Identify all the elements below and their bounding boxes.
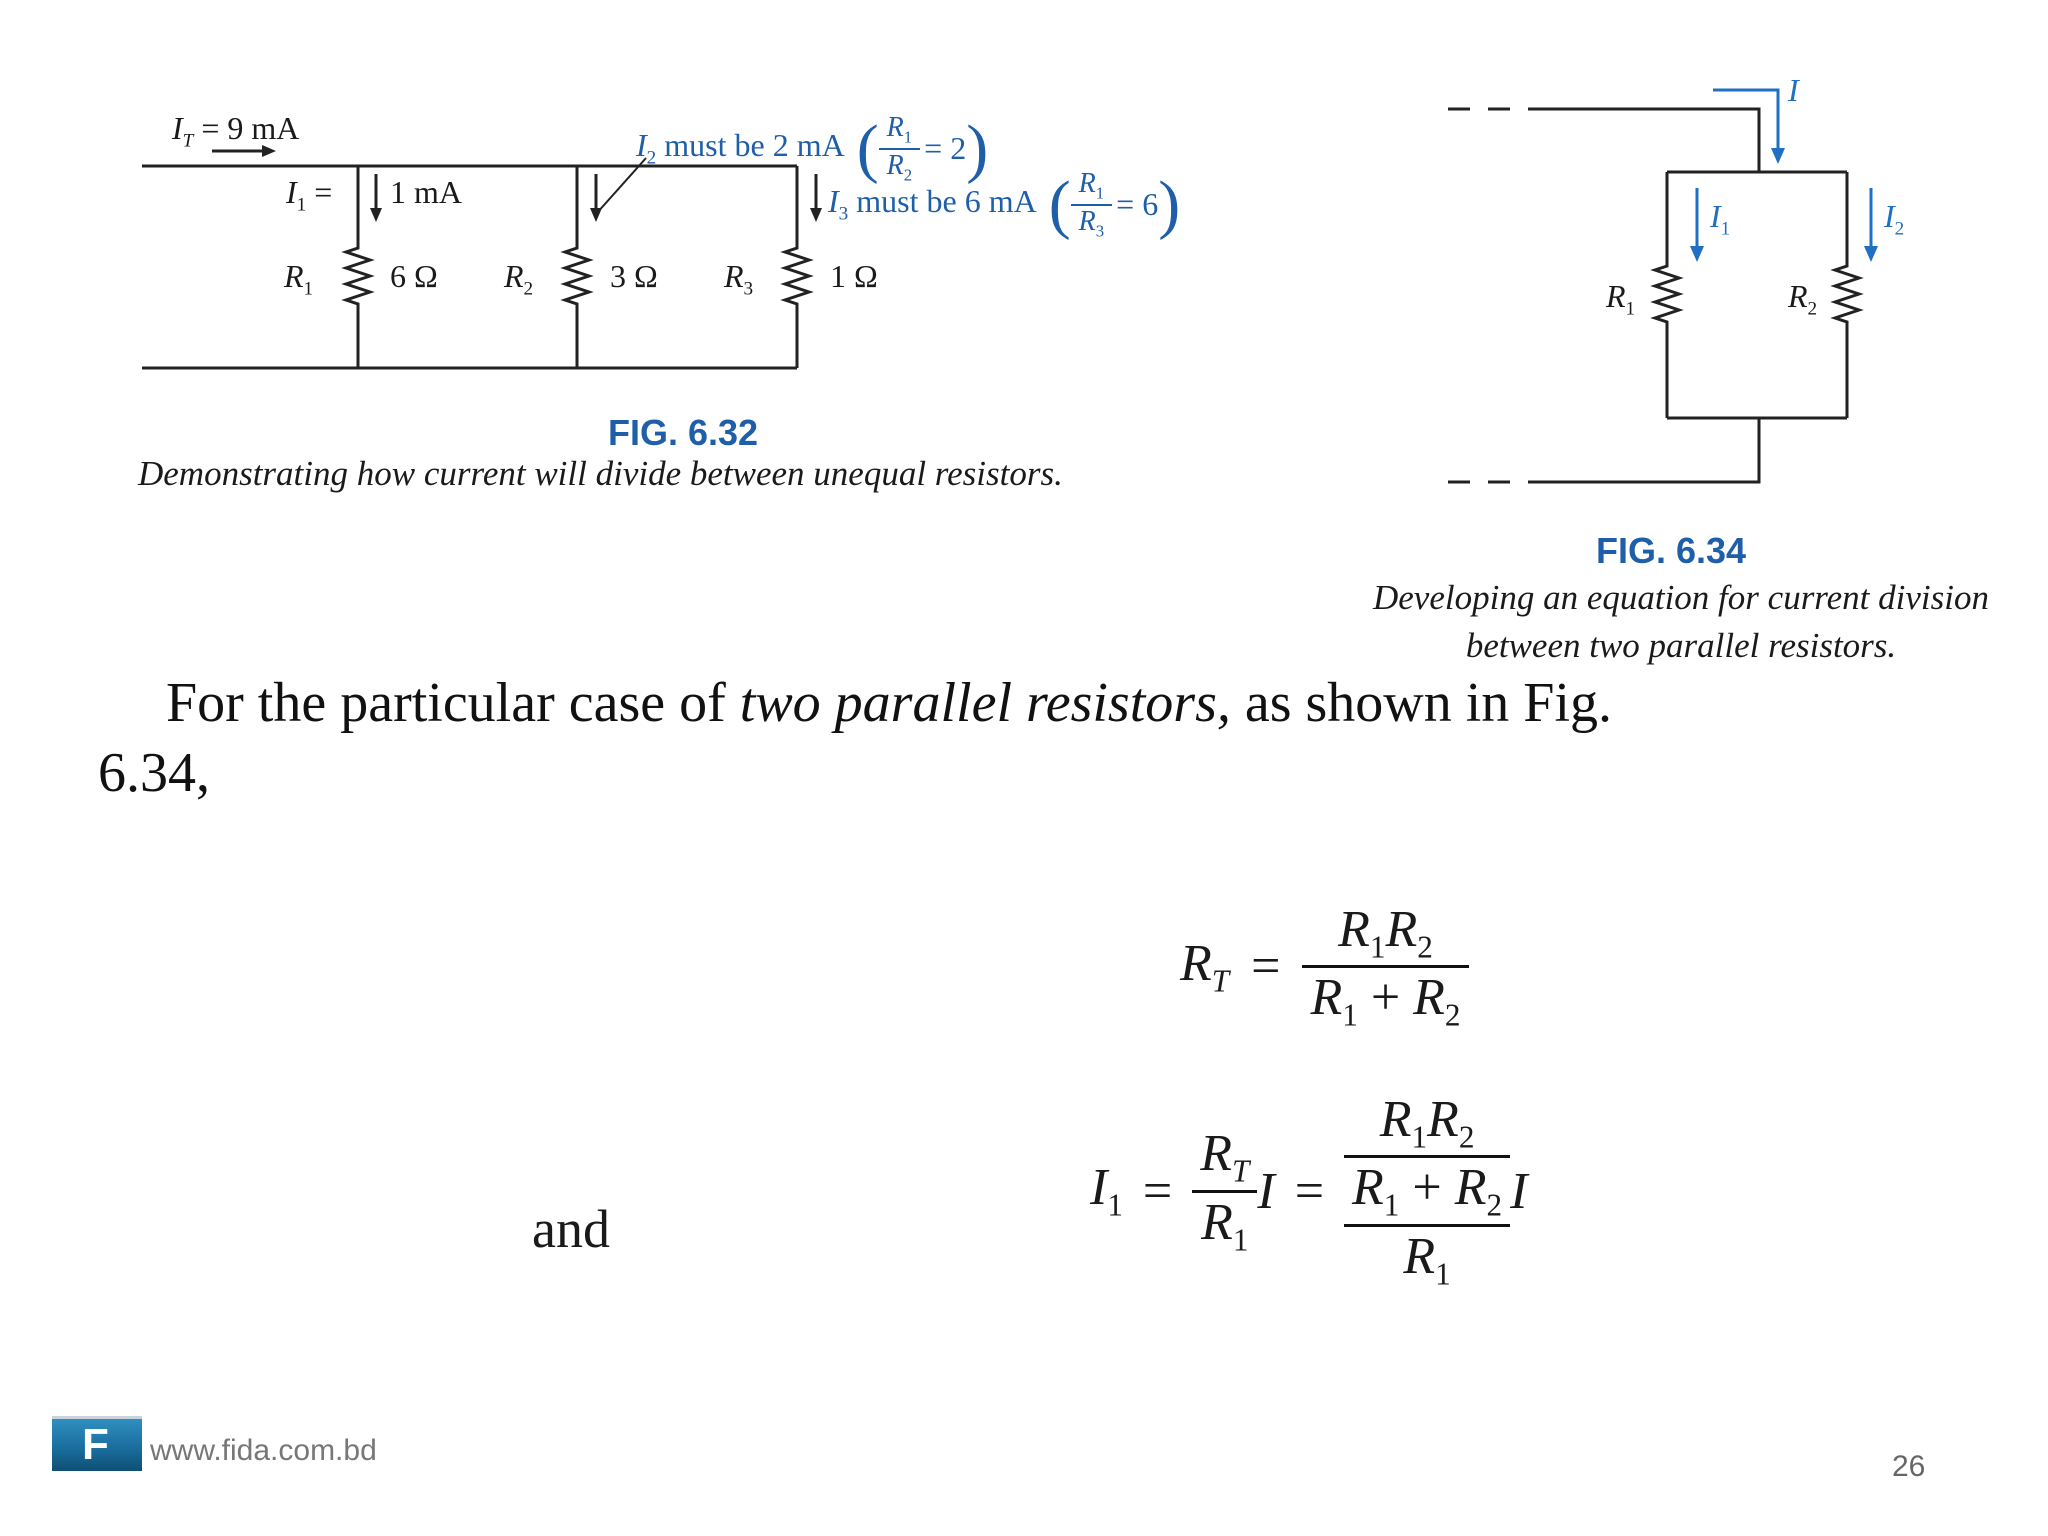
fig-6-32-title: FIG. 6.32 xyxy=(608,412,759,453)
fig-6-34-title: FIG. 6.34 xyxy=(1596,530,1747,571)
rt-fraction: R1R2 R1 + R2 xyxy=(1302,900,1469,1034)
i3-note: I3 must be 6 mA ( R1 R3 = 6 ) xyxy=(828,167,1181,241)
i2-arrow-head xyxy=(590,208,602,222)
bottom-lead xyxy=(1548,418,1761,484)
r2-value: 3 Ω xyxy=(610,258,658,294)
i3-arrow-head xyxy=(810,208,822,222)
body-paragraph-line2: 6.34, xyxy=(98,742,210,804)
fig634-i-label: I xyxy=(1788,72,1799,108)
i-arrow-head xyxy=(1771,148,1785,164)
fig-6-32-caption: Demonstrating how current will divide be… xyxy=(138,454,1063,493)
i1-arrow-head xyxy=(370,208,382,222)
fig634-r2-label: R2 xyxy=(1788,278,1818,320)
i2-arrow-head-634 xyxy=(1864,246,1878,262)
fig634-resistor-r1 xyxy=(1650,172,1684,418)
resistor-r2 xyxy=(560,166,594,368)
fig-6-34-caption-line1: Developing an equation for current divis… xyxy=(1373,578,1989,617)
equation-i1: I1 = RT R1 I = R1R2 R1 + R2 R1 I xyxy=(1090,1090,1528,1292)
it-arrow-head xyxy=(262,145,276,157)
fida-logo: F xyxy=(52,1416,142,1471)
i1-arrow-head-634 xyxy=(1690,246,1704,262)
fig634-resistor-r2 xyxy=(1830,172,1864,418)
i1-inner-fraction: R1R2 R1 + R2 xyxy=(1344,1090,1511,1224)
i1-value: 1 mA xyxy=(390,174,462,210)
r1-value: 6 Ω xyxy=(390,258,438,294)
and-word: and xyxy=(532,1199,610,1259)
it-label: IT = 9 mA xyxy=(172,110,300,152)
i1-compound-fraction: R1R2 R1 + R2 R1 xyxy=(1344,1090,1511,1292)
top-lead xyxy=(1548,107,1761,172)
fig634-i1-label: I1 xyxy=(1710,198,1731,240)
i1-label: I1 = xyxy=(286,174,333,216)
i2-ratio-fraction: R1 R2 xyxy=(878,112,921,185)
r3-label: R3 xyxy=(724,258,754,300)
resistor-r1 xyxy=(341,166,375,368)
fig-6-34-caption-line2: between two parallel resistors. xyxy=(1465,626,1897,665)
footer-url: www.fida.com.bd xyxy=(150,1434,377,1467)
i2-note: I2 must be 2 mA ( R1 R2 = 2 ) xyxy=(636,111,989,185)
page-number: 26 xyxy=(1892,1450,1926,1483)
r2-label: R2 xyxy=(504,258,534,300)
i3-ratio-fraction: R1 R3 xyxy=(1070,168,1113,241)
fig634-i2-label: I2 xyxy=(1884,198,1905,240)
fida-logo-letter: F xyxy=(82,1420,109,1469)
body-paragraph-line1: For the particular case of two parallel … xyxy=(166,672,1613,734)
r3-value: 1 Ω xyxy=(830,258,878,294)
i2-leader-line xyxy=(595,157,647,215)
i-arrow-line xyxy=(1713,88,1780,152)
equation-rt: RT = R1R2 R1 + R2 xyxy=(1180,900,1469,1034)
fig634-r1-label: R1 xyxy=(1606,278,1636,320)
r1-label: R1 xyxy=(284,258,314,300)
i1-rt-fraction: RT R1 xyxy=(1192,1124,1258,1258)
resistor-r3 xyxy=(780,166,814,368)
